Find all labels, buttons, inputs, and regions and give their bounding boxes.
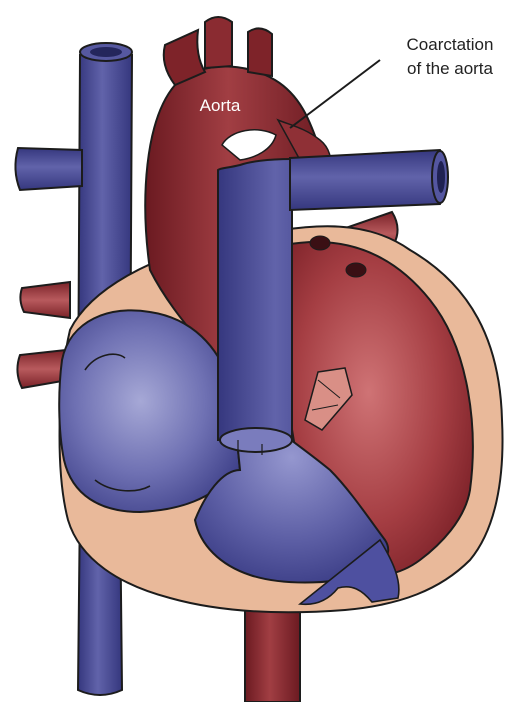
aorta-label: Aorta [200,96,241,115]
descending-aorta [245,600,300,702]
brachiocephalic-vein [15,148,82,190]
coarctation-label-line-1: Coarctation [407,35,494,54]
pulmonary-artery-branch [290,150,448,210]
coarctation-label-line-2: of the aorta [407,59,494,78]
coarctation-leader-line [290,60,380,128]
